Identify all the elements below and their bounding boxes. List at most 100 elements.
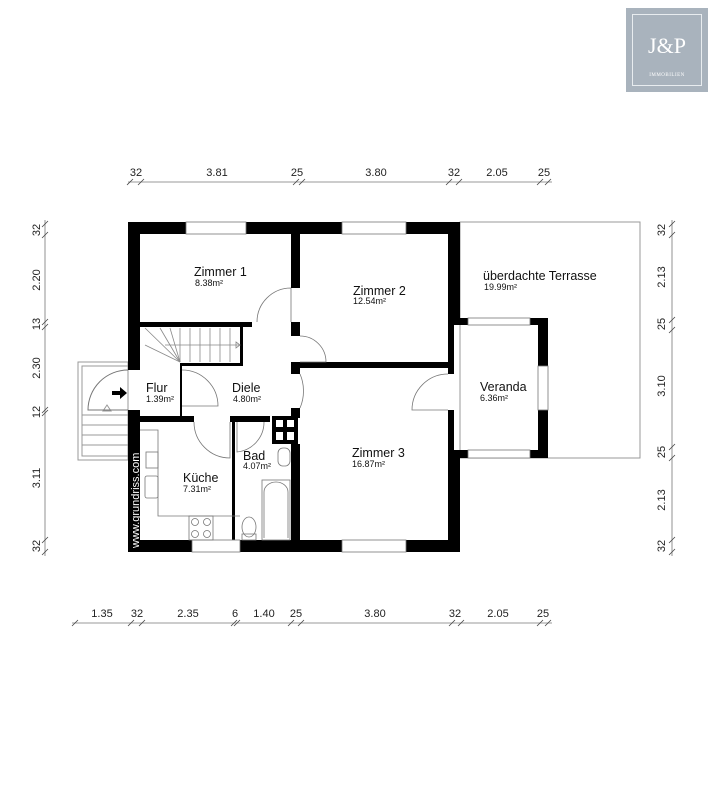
chimney	[276, 420, 294, 440]
dim-label: 32	[31, 224, 43, 236]
dimension-labels-bottom: 1.35 32 2.35 6 1.40 25 3.80 32 2.05 25	[91, 608, 549, 620]
dimension-tick	[455, 178, 463, 186]
dim-label: 13	[31, 318, 43, 330]
dim-label: 3.11	[31, 468, 43, 489]
dim-label: 32	[130, 167, 142, 179]
dimension-labels-top: 32 3.81 25 3.80 32 2.05 25	[130, 167, 550, 179]
dim-label: 32	[31, 540, 43, 552]
room-name-diele: Diele	[232, 381, 261, 395]
dimension-tick	[41, 406, 49, 414]
dim-label: 1.40	[253, 608, 274, 620]
dimension-tick	[448, 619, 456, 627]
dimension-tick	[287, 619, 295, 627]
room-name-terrasse: überdachte Terrasse	[483, 269, 597, 283]
dimension-tick	[41, 323, 49, 331]
dimension-lines	[44, 181, 673, 624]
dim-label: 12	[31, 406, 43, 418]
room-area-flur: 1.39m²	[146, 394, 174, 404]
dimension-tick	[544, 619, 552, 627]
windows	[185, 221, 549, 553]
room-name-bad: Bad	[243, 449, 265, 463]
dimension-tick	[41, 548, 49, 556]
dim-label: 25	[656, 446, 668, 458]
dimension-tick	[127, 619, 135, 627]
dimension-tick	[668, 536, 676, 544]
dimension-tick	[668, 443, 676, 451]
dimension-tick	[41, 231, 49, 239]
dim-label: 32	[656, 540, 668, 552]
dimension-tick	[544, 178, 552, 186]
dimension-tick	[298, 178, 306, 186]
dimension-labels-left: 32 2.20 13 2.30 12 3.11 32	[31, 224, 43, 552]
room-area-kueche: 7.31m²	[183, 484, 211, 494]
dimension-labels-right: 32 2.13 25 3.10 25 2.13 32	[656, 224, 668, 552]
room-name-flur: Flur	[146, 381, 168, 395]
dim-label: 3.10	[656, 375, 668, 396]
dim-label: 2.13	[656, 266, 668, 287]
terrace-outline	[459, 221, 641, 459]
entrance-arrow-icon	[112, 387, 127, 399]
room-labels: Zimmer 1 8.38m² Zimmer 2 12.54m² überdac…	[146, 265, 597, 494]
dimension-tick	[137, 178, 145, 186]
dim-label: 2.05	[487, 608, 508, 620]
dim-label: 32	[449, 608, 461, 620]
logo-subtext: IMMOBILIEN	[649, 73, 685, 78]
interior-stairs	[144, 327, 241, 363]
doors	[181, 287, 449, 459]
dimension-tick	[536, 178, 544, 186]
dimension-tick	[668, 231, 676, 239]
dim-label: 2.13	[656, 489, 668, 510]
dimension-tick	[41, 220, 49, 228]
dimension-tick	[230, 619, 238, 627]
dim-label: 32	[131, 608, 143, 620]
dim-label: 1.35	[91, 608, 112, 620]
dim-label: 6	[232, 608, 238, 620]
dim-label: 2.35	[177, 608, 198, 620]
room-area-zimmer-3: 16.87m²	[352, 459, 385, 469]
entry-stairs	[77, 361, 129, 461]
room-area-zimmer-1: 8.38m²	[195, 278, 223, 288]
company-logo: J&P IMMOBILIEN	[626, 8, 708, 92]
room-area-zimmer-2: 12.54m²	[353, 296, 386, 306]
dim-label: 32	[656, 224, 668, 236]
dimension-tick	[41, 318, 49, 326]
dimension-tick	[668, 220, 676, 228]
fixtures	[140, 429, 291, 541]
dimension-tick	[41, 409, 49, 417]
watermark: www.grundriss.com	[130, 453, 142, 549]
dim-label: 3.80	[365, 167, 386, 179]
logo-text: J&P	[648, 33, 686, 58]
dimension-tick	[445, 178, 453, 186]
dim-label: 32	[448, 167, 460, 179]
room-name-zimmer-1: Zimmer 1	[194, 265, 247, 279]
dim-label: 3.81	[206, 167, 227, 179]
dim-label: 25	[538, 167, 550, 179]
dimension-tick	[233, 619, 241, 627]
dimension-tick	[41, 536, 49, 544]
dimension-ticks	[41, 178, 676, 627]
room-area-terrasse: 19.99m²	[484, 282, 517, 292]
dimension-tick	[668, 326, 676, 334]
dim-label: 25	[537, 608, 549, 620]
dimension-tick	[71, 619, 79, 627]
room-name-veranda: Veranda	[480, 380, 527, 394]
dimension-tick	[668, 548, 676, 556]
dimension-tick	[536, 619, 544, 627]
room-area-bad: 4.07m²	[243, 461, 271, 471]
dimension-tick	[457, 619, 465, 627]
dimension-tick	[668, 316, 676, 324]
dim-label: 25	[656, 318, 668, 330]
dim-label: 2.05	[486, 167, 507, 179]
dim-label: 2.30	[31, 357, 43, 378]
dimension-tick	[297, 619, 305, 627]
dimension-tick	[668, 454, 676, 462]
room-area-veranda: 6.36m²	[480, 393, 508, 403]
dim-label: 2.20	[31, 269, 43, 290]
room-area-diele: 4.80m²	[233, 394, 261, 404]
dimension-tick	[126, 178, 134, 186]
room-name-kueche: Küche	[183, 471, 218, 485]
dim-label: 3.80	[364, 608, 385, 620]
room-name-zimmer-2: Zimmer 2	[353, 284, 406, 298]
dimension-tick	[292, 178, 300, 186]
